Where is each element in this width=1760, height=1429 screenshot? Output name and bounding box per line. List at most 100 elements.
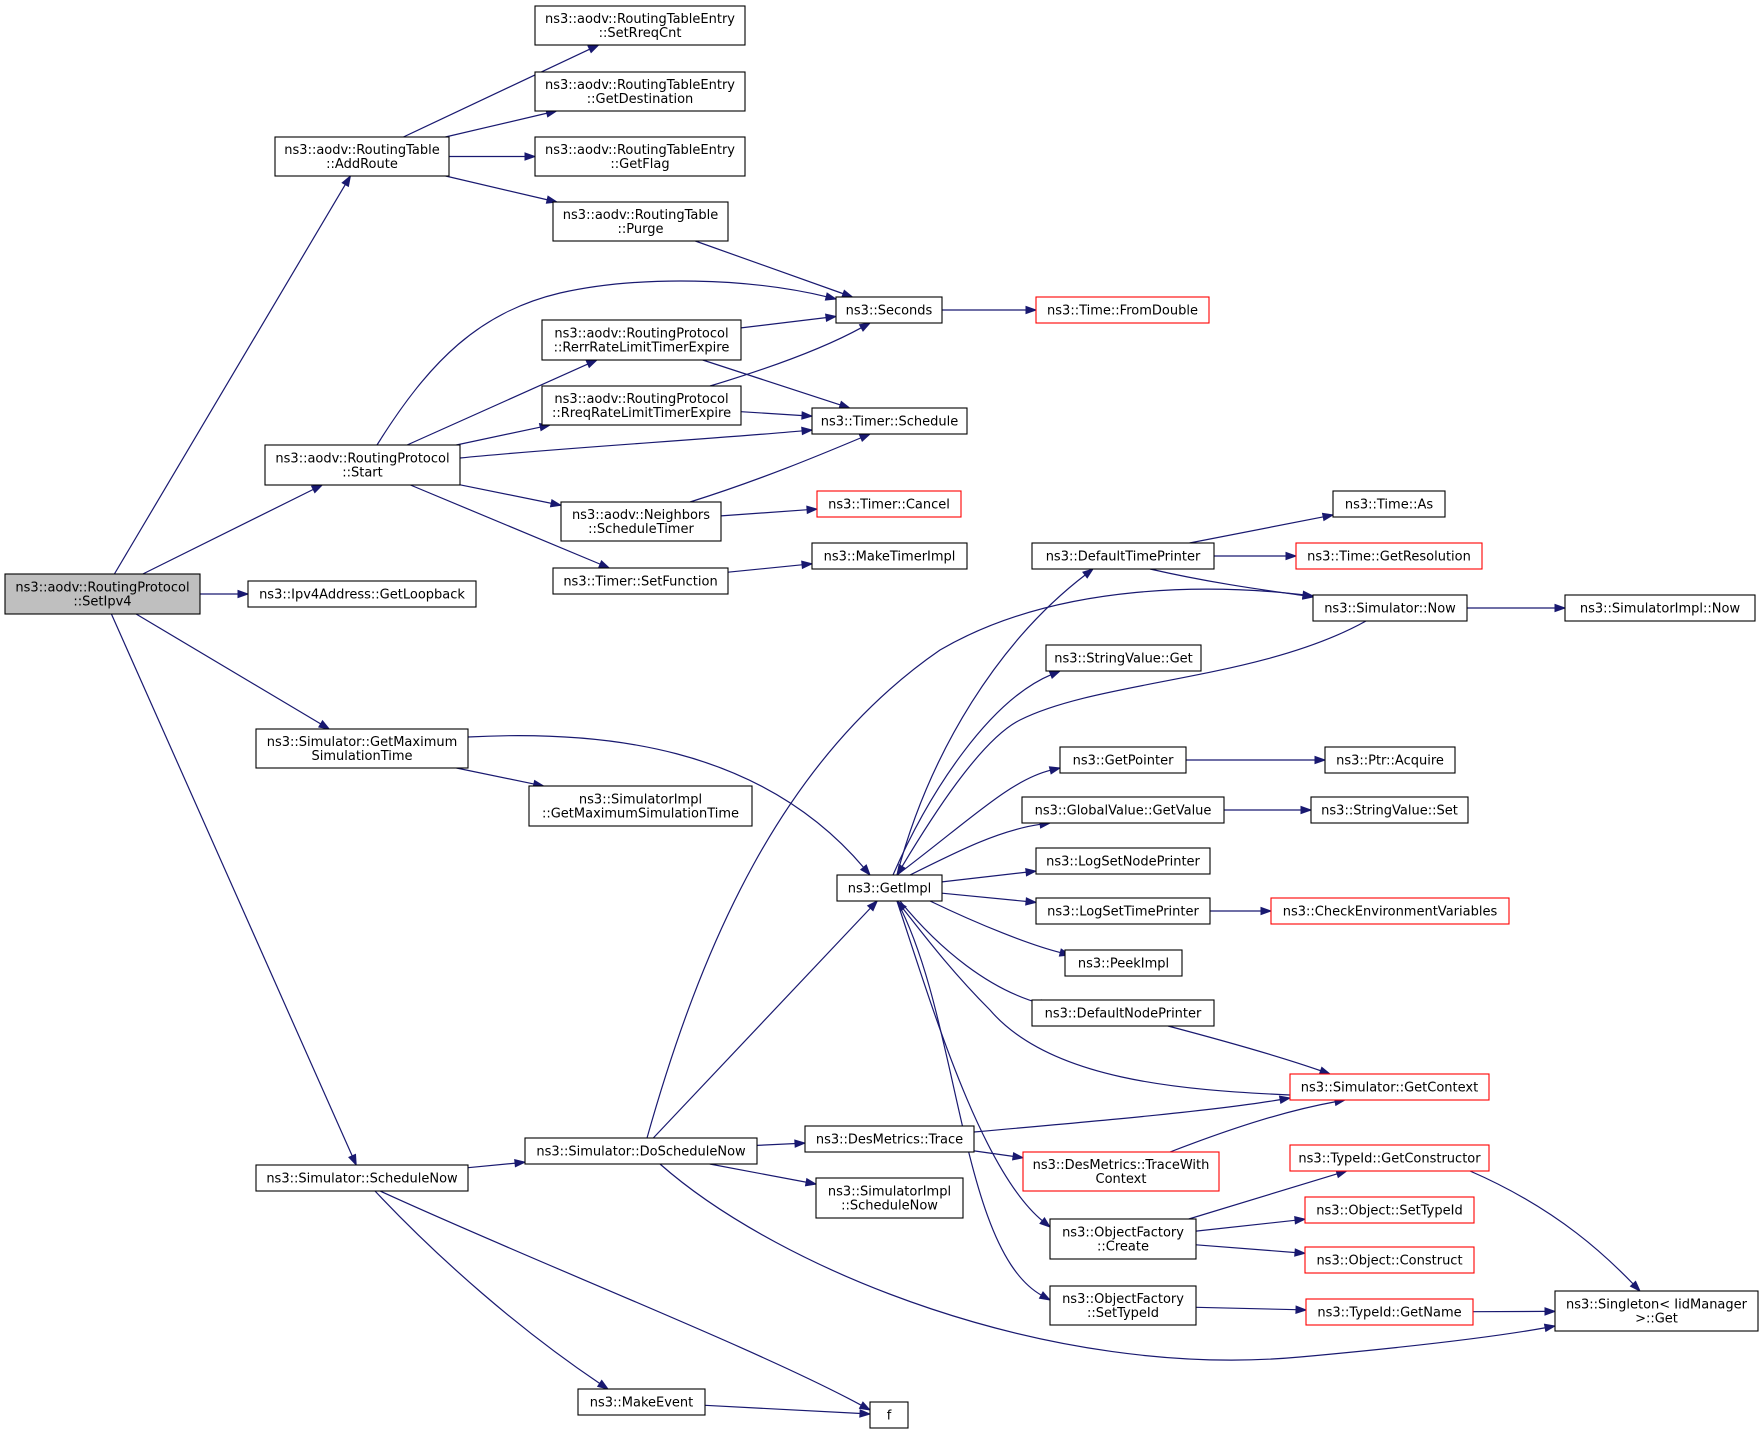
- node-box[interactable]: [1332, 490, 1446, 518]
- node-start[interactable]: ns3::aodv::RoutingProtocol::Start: [264, 444, 461, 486]
- node-objsettypeid[interactable]: ns3::Object::SetTypeId: [1304, 1196, 1475, 1224]
- node-box[interactable]: [1064, 949, 1183, 977]
- node-simimplnow[interactable]: ns3::SimulatorImpl::Now: [1564, 594, 1756, 622]
- node-box[interactable]: [1289, 1073, 1490, 1101]
- node-box[interactable]: [1035, 897, 1211, 925]
- node-box[interactable]: [1270, 897, 1510, 925]
- node-box[interactable]: [815, 1177, 964, 1219]
- node-simimplschedulenow[interactable]: ns3::SimulatorImpl::ScheduleNow: [815, 1177, 964, 1219]
- node-box[interactable]: [541, 319, 742, 361]
- node-getdest[interactable]: ns3::aodv::RoutingTableEntry::GetDestina…: [534, 71, 746, 112]
- node-box[interactable]: [1304, 1246, 1475, 1274]
- node-box[interactable]: [534, 5, 746, 46]
- node-getimpl[interactable]: ns3::GetImpl: [836, 874, 943, 902]
- node-box[interactable]: [534, 71, 746, 112]
- node-box[interactable]: [1035, 296, 1210, 324]
- node-box[interactable]: [1304, 1196, 1475, 1224]
- node-fromdouble[interactable]: ns3::Time::FromDouble: [1035, 296, 1210, 324]
- node-box[interactable]: [541, 385, 742, 426]
- node-box[interactable]: [1289, 1144, 1490, 1172]
- node-box[interactable]: [1049, 1218, 1197, 1260]
- node-box[interactable]: [255, 728, 469, 769]
- node-purge[interactable]: ns3::aodv::RoutingTable::Purge: [552, 201, 729, 242]
- node-timeas[interactable]: ns3::Time::As: [1332, 490, 1446, 518]
- node-globalvalueget[interactable]: ns3::GlobalValue::GetValue: [1021, 796, 1225, 824]
- node-getloopback[interactable]: ns3::Ipv4Address::GetLoopback: [247, 580, 477, 608]
- node-box[interactable]: [811, 407, 968, 435]
- node-box[interactable]: [247, 580, 477, 608]
- node-box[interactable]: [1305, 1298, 1474, 1326]
- node-setipv4[interactable]: ns3::aodv::RoutingProtocol::SetIpv4: [4, 573, 201, 615]
- node-box[interactable]: [1564, 594, 1756, 622]
- node-simimplgetmax[interactable]: ns3::SimulatorImpl::GetMaximumSimulation…: [528, 785, 753, 827]
- node-box[interactable]: [816, 490, 962, 518]
- node-box[interactable]: [534, 136, 746, 177]
- node-singletonget[interactable]: ns3::Singleton< IidManager >::Get: [1554, 1290, 1759, 1332]
- node-simgetcontext[interactable]: ns3::Simulator::GetContext: [1289, 1073, 1490, 1101]
- node-box[interactable]: [1059, 746, 1187, 774]
- node-peekimpl[interactable]: ns3::PeekImpl: [1064, 949, 1183, 977]
- node-box[interactable]: [552, 567, 729, 595]
- node-setrreqcnt[interactable]: ns3::aodv::RoutingTableEntry::SetRreqCnt: [534, 5, 746, 46]
- node-objconstruct[interactable]: ns3::Object::Construct: [1304, 1246, 1475, 1274]
- node-neighbors[interactable]: ns3::aodv::Neighbors::ScheduleTimer: [560, 501, 722, 542]
- node-box[interactable]: [1324, 746, 1456, 774]
- node-checkenv[interactable]: ns3::CheckEnvironmentVariables: [1270, 897, 1510, 925]
- node-box[interactable]: [1295, 542, 1483, 570]
- node-getpointer[interactable]: ns3::GetPointer: [1059, 746, 1187, 774]
- node-setfunction[interactable]: ns3::Timer::SetFunction: [552, 567, 729, 595]
- node-typeidgetctor[interactable]: ns3::TypeId::GetConstructor: [1289, 1144, 1490, 1172]
- node-addroute[interactable]: ns3::aodv::RoutingTable::AddRoute: [274, 136, 450, 177]
- node-typeidgetname[interactable]: ns3::TypeId::GetName: [1305, 1298, 1474, 1326]
- node-box[interactable]: [552, 201, 729, 242]
- node-box[interactable]: [1031, 542, 1215, 570]
- node-box[interactable]: [1554, 1290, 1759, 1332]
- node-box[interactable]: [1031, 999, 1215, 1027]
- node-f[interactable]: f: [869, 1401, 909, 1429]
- node-getflag[interactable]: ns3::aodv::RoutingTableEntry::GetFlag: [534, 136, 746, 177]
- node-box[interactable]: [524, 1137, 758, 1165]
- node-box[interactable]: [869, 1401, 909, 1429]
- node-box[interactable]: [1045, 644, 1202, 672]
- node-defaulttimeprinter[interactable]: ns3::DefaultTimePrinter: [1031, 542, 1215, 570]
- node-box[interactable]: [804, 1125, 975, 1153]
- node-logsetnodeprinter[interactable]: ns3::LogSetNodePrinter: [1035, 847, 1211, 875]
- node-maketimerimpl[interactable]: ns3::MakeTimerImpl: [811, 542, 968, 570]
- node-box[interactable]: [835, 296, 943, 324]
- node-objfactorycreate[interactable]: ns3::ObjectFactory::Create: [1049, 1218, 1197, 1260]
- node-defaultnodeprinter[interactable]: ns3::DefaultNodePrinter: [1031, 999, 1215, 1027]
- node-doschedulenow[interactable]: ns3::Simulator::DoScheduleNow: [524, 1137, 758, 1165]
- node-ptracquire[interactable]: ns3::Ptr::Acquire: [1324, 746, 1456, 774]
- node-box[interactable]: [1049, 1285, 1197, 1326]
- node-stringvalueset[interactable]: ns3::StringValue::Set: [1310, 796, 1469, 824]
- node-box[interactable]: [560, 501, 722, 542]
- node-rreq[interactable]: ns3::aodv::RoutingProtocol::RreqRateLimi…: [541, 385, 742, 426]
- node-timercancel[interactable]: ns3::Timer::Cancel: [816, 490, 962, 518]
- node-box[interactable]: [255, 1164, 469, 1192]
- node-timerschedule[interactable]: ns3::Timer::Schedule: [811, 407, 968, 435]
- node-simnow[interactable]: ns3::Simulator::Now: [1312, 594, 1468, 622]
- node-objfactorysettypeid[interactable]: ns3::ObjectFactory::SetTypeId: [1049, 1285, 1197, 1326]
- node-schedulenow[interactable]: ns3::Simulator::ScheduleNow: [255, 1164, 469, 1192]
- node-logsettimeprinter[interactable]: ns3::LogSetTimePrinter: [1035, 897, 1211, 925]
- node-box[interactable]: [528, 785, 753, 827]
- node-box[interactable]: [264, 444, 461, 486]
- node-rerr[interactable]: ns3::aodv::RoutingProtocol::RerrRateLimi…: [541, 319, 742, 361]
- node-box[interactable]: [577, 1388, 706, 1416]
- node-getmaxsim[interactable]: ns3::Simulator::GetMaximumSimulationTime: [255, 728, 469, 769]
- node-box[interactable]: [1022, 1151, 1220, 1192]
- node-box[interactable]: [4, 573, 201, 615]
- node-box[interactable]: [1035, 847, 1211, 875]
- node-box[interactable]: [1312, 594, 1468, 622]
- node-timegetres[interactable]: ns3::Time::GetResolution: [1295, 542, 1483, 570]
- node-box[interactable]: [811, 542, 968, 570]
- node-makeevent[interactable]: ns3::MakeEvent: [577, 1388, 706, 1416]
- node-seconds[interactable]: ns3::Seconds: [835, 296, 943, 324]
- node-box[interactable]: [274, 136, 450, 177]
- node-box[interactable]: [836, 874, 943, 902]
- node-desmetricstrace[interactable]: ns3::DesMetrics::Trace: [804, 1125, 975, 1153]
- node-box[interactable]: [1310, 796, 1469, 824]
- node-box[interactable]: [1021, 796, 1225, 824]
- node-stringvalueget[interactable]: ns3::StringValue::Get: [1045, 644, 1202, 672]
